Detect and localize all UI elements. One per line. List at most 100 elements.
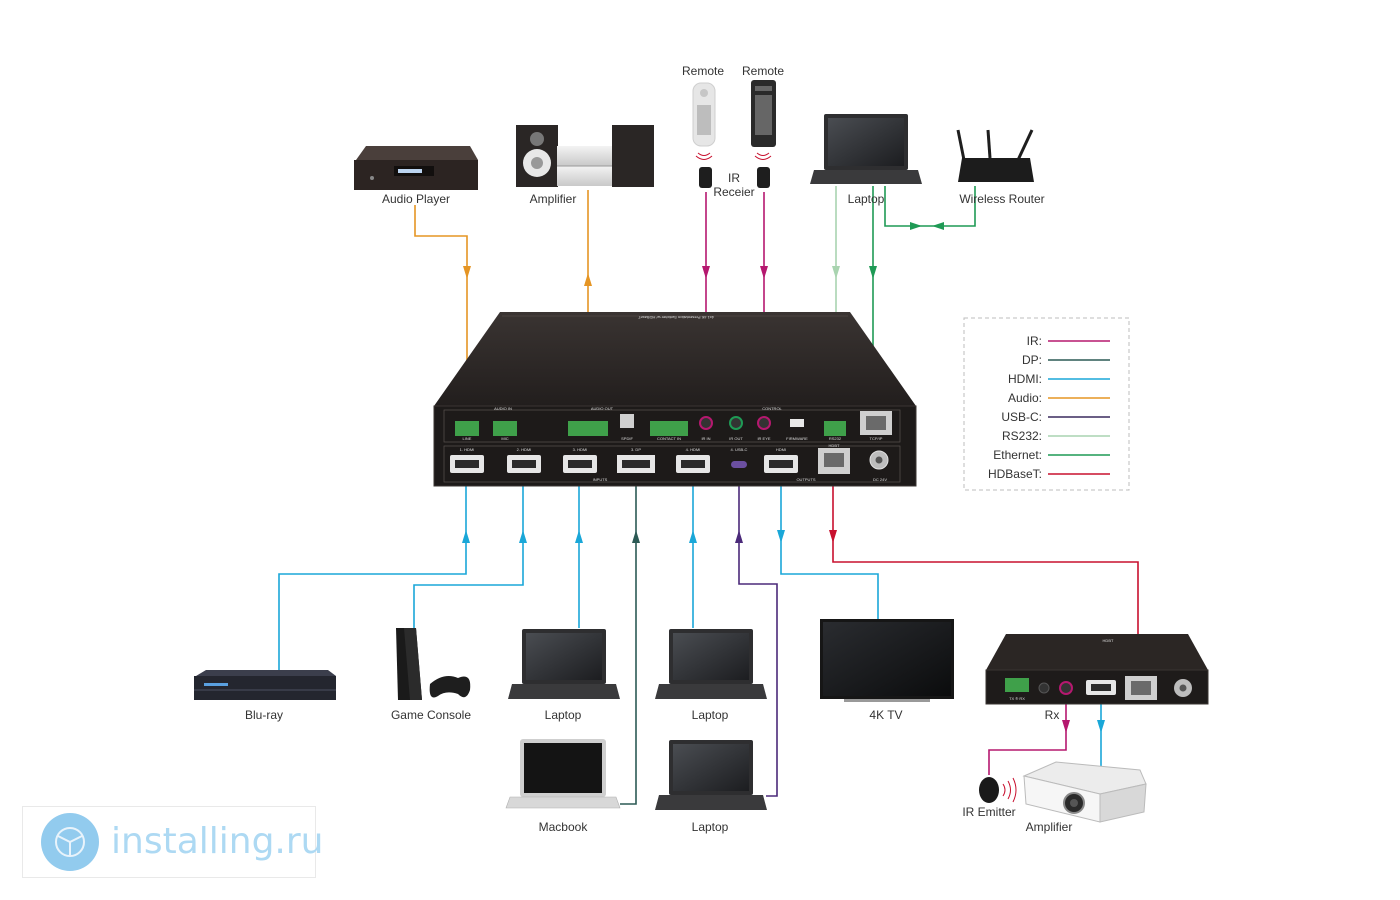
wireless-router-device: [956, 129, 1034, 161]
laptop-top-device: [810, 114, 922, 184]
terminal-line: [455, 421, 479, 436]
watermark-logo-icon: [41, 813, 99, 871]
arrow-eth-1: [910, 222, 922, 230]
label-amplifier-bottom: Amplifier: [1026, 820, 1073, 834]
arrow-rs232: [832, 266, 840, 279]
label-ir-eye: IR EYE: [757, 436, 770, 441]
terminal-rs232: [824, 421, 846, 436]
label-rs232: RS232: [829, 436, 842, 441]
label-bluray: Blu-ray: [245, 708, 283, 722]
arrow-rx-ir: [1062, 720, 1070, 733]
legend-label: IR:: [1027, 334, 1042, 348]
legend-label: Audio:: [1008, 391, 1042, 405]
cable-rx-ir: [988, 688, 1067, 775]
cable-bluray: [278, 476, 467, 676]
legend-label: USB-C:: [1001, 410, 1042, 424]
cable-ethernet-router: [884, 186, 976, 227]
label-laptop-1: Laptop: [545, 708, 582, 722]
label-firmware: FIRMWARE: [786, 436, 808, 441]
arrow-hdmi-out: [777, 530, 785, 543]
label-macbook: Macbook: [539, 820, 589, 834]
label-laptop-top: Laptop: [848, 192, 885, 206]
label-ir-in: IR IN: [701, 436, 710, 441]
jack-ir-out: [729, 416, 743, 430]
label-audio-in: AUDIO IN: [494, 406, 512, 411]
arrow-laptop-1: [575, 530, 583, 543]
legend-items: IR:DP:HDMI:Audio:USB-C:RS232:Ethernet:HD…: [988, 334, 1110, 481]
label-port-out: HDMI: [776, 447, 786, 452]
macbook-device: [505, 739, 621, 809]
arrow-ir-in: [702, 266, 710, 279]
label-mic: MIC: [501, 436, 508, 441]
projector-device: [1022, 761, 1147, 823]
cable-console: [413, 476, 524, 628]
arrow-usbc: [735, 530, 743, 543]
laptop-3-device: [655, 740, 767, 810]
label-port-1: 1. HDMI: [460, 447, 475, 452]
label-outputs: OUTPUTS: [796, 477, 815, 482]
ir-receiver-2: [757, 167, 770, 188]
hifi-amplifier-device: [516, 125, 654, 187]
cable-hdbaset: [832, 476, 1139, 678]
arrow-ir-eye: [760, 266, 768, 279]
legend-label: HDBaseT:: [988, 467, 1042, 481]
label-laptop-3: Laptop: [692, 820, 729, 834]
label-port-3: 3. HDMI: [573, 447, 588, 452]
ir-receiver-1: [699, 167, 712, 188]
label-game-console: Game Console: [391, 708, 471, 722]
legend-label: RS232:: [1002, 429, 1042, 443]
label-line: LINE: [463, 436, 472, 441]
label-audio-out: AUDIO OUT: [591, 406, 614, 411]
laptop-1-device: [508, 629, 620, 699]
label-tv: 4K TV: [869, 708, 902, 722]
label-ir-receiver-line2: Receier: [713, 185, 754, 199]
label-wireless-router: Wireless Router: [959, 192, 1044, 206]
cable-usbc: [738, 476, 778, 797]
label-laptop-2: Laptop: [692, 708, 729, 722]
main-switcher: 4x1 4K Presentation Switcher w/ HDBaseT …: [433, 312, 917, 487]
label-inputs: INPUTS: [593, 477, 608, 482]
remote-black: [751, 80, 776, 147]
watermark: installing.ru: [22, 806, 323, 878]
label-ir-out: IR OUT: [729, 436, 743, 441]
label-port-2: 2. HDMI: [517, 447, 532, 452]
arrow-console: [519, 530, 527, 543]
label-hdbt: HDBT: [829, 443, 840, 448]
bluray-device: [194, 670, 336, 700]
arrow-ethernet-tcp: [869, 266, 877, 279]
svg-text:4x1 4K Presentation Switcher w: 4x1 4K Presentation Switcher w/ HDBaseT: [637, 315, 714, 320]
label-contact: CONTACT IN: [657, 436, 681, 441]
port-usbc: [731, 461, 747, 468]
terminal-mic: [493, 421, 517, 436]
arrow-audio-in: [463, 266, 471, 279]
label-rx: Rx: [1045, 708, 1060, 722]
legend-box: [963, 317, 1130, 491]
cable-macbook-dp: [620, 476, 637, 805]
remote-silver: [692, 82, 716, 147]
cable-hdmi-out: [780, 476, 879, 620]
terminal-audio-out: [568, 421, 608, 436]
label-ir-receiver-line1: IR: [728, 171, 740, 185]
label-audio-player: Audio Player: [382, 192, 450, 206]
label-port-4: 4. HDMI: [686, 447, 701, 452]
router-body: [958, 158, 1034, 182]
label-control: CONTROL: [762, 406, 782, 411]
terminal-contact: [650, 421, 688, 436]
label-port-usbc: 4. USB-C: [731, 447, 748, 452]
rx-brand: HDBT: [1103, 638, 1114, 643]
label-remote-2: Remote: [742, 64, 784, 78]
port-spdif: [620, 414, 634, 428]
watermark-text: installing.ru: [111, 821, 324, 862]
switcher-panel-upper: [443, 409, 901, 443]
audio-player-device: [354, 146, 478, 190]
tv-device: [820, 619, 954, 702]
game-console-device: [396, 628, 471, 700]
label-amplifier-top: Amplifier: [530, 192, 577, 206]
label-port-dp: 3. DP: [631, 447, 641, 452]
rx-port-label: TX ® RX: [1009, 696, 1025, 701]
arrow-dp: [632, 530, 640, 543]
legend-label: HDMI:: [1008, 372, 1042, 386]
cable-audio-in: [414, 205, 468, 430]
port-firmware: [790, 419, 804, 427]
